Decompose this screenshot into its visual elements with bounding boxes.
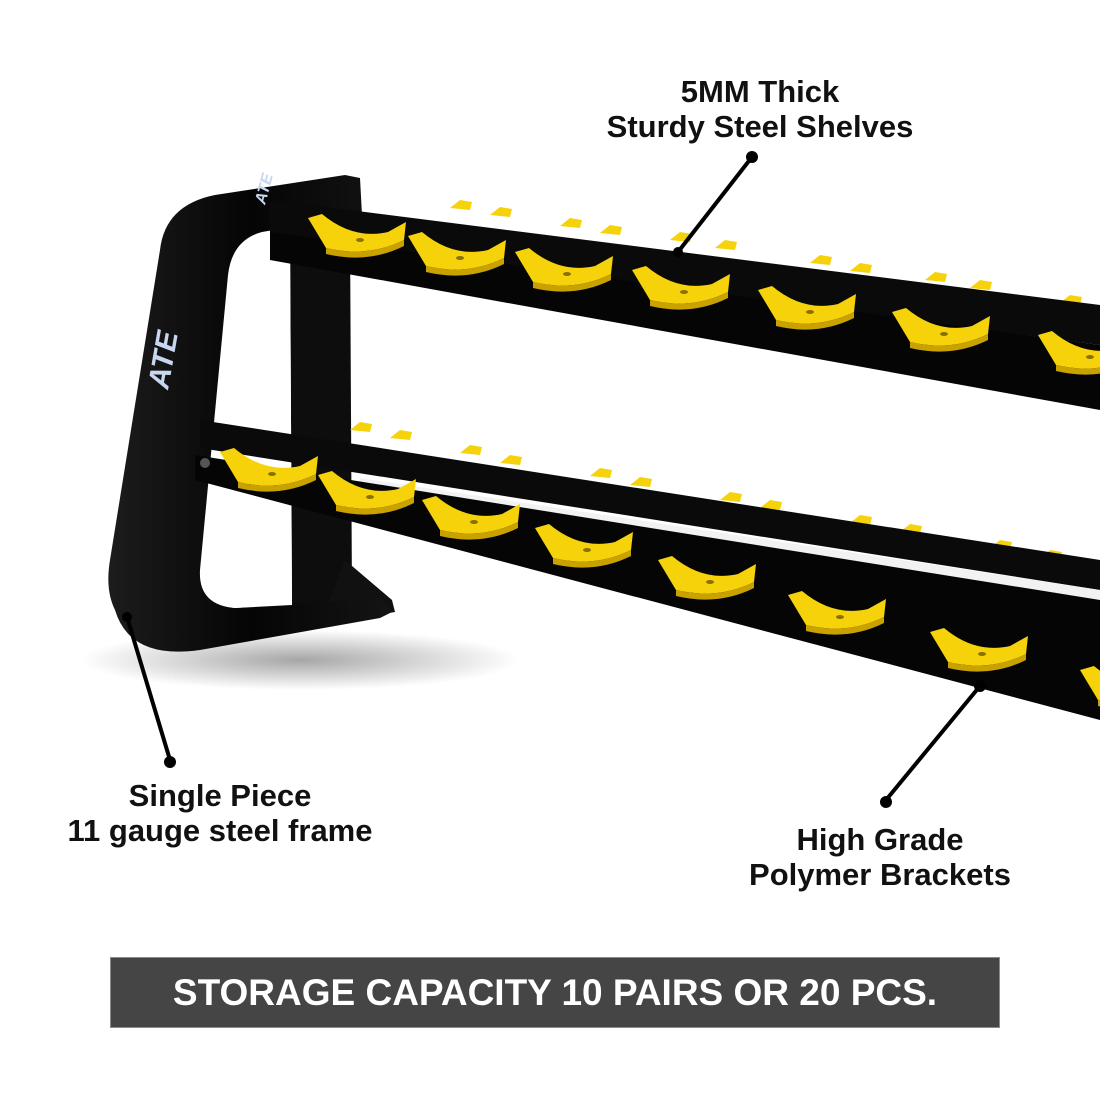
callout-line-shelves bbox=[676, 155, 754, 254]
capacity-banner: STORAGE CAPACITY 10 PAIRS OR 20 PCS. bbox=[110, 957, 1000, 1028]
upper-shelf-rear-rail bbox=[270, 200, 1100, 345]
callout-dot-frame bbox=[164, 756, 176, 768]
capacity-banner-text: STORAGE CAPACITY 10 PAIRS OR 20 PCS. bbox=[172, 971, 938, 1013]
callout-frame: Single Piece 11 gauge steel frame bbox=[20, 778, 420, 848]
lower-shelf-gap bbox=[360, 478, 1100, 600]
callout-frame-line1: Single Piece bbox=[128, 778, 312, 813]
side-frame bbox=[108, 175, 392, 652]
callout-frame-line2: 11 gauge steel frame bbox=[67, 813, 373, 848]
callout-shelves-line1: 5MM Thick bbox=[680, 74, 840, 109]
callout-brackets-line1: High Grade bbox=[796, 822, 964, 857]
callout-dot-shelves bbox=[746, 151, 758, 163]
callout-dot-brackets bbox=[880, 796, 892, 808]
lower-shelf-rear-rail bbox=[200, 420, 1100, 590]
callout-shelves: 5MM Thick Sturdy Steel Shelves bbox=[560, 74, 960, 144]
callout-brackets: High Grade Polymer Brackets bbox=[705, 822, 1055, 892]
callout-line-frame bbox=[125, 616, 172, 761]
callout-line-brackets bbox=[884, 684, 982, 802]
upper-shelf-front-rail bbox=[270, 232, 1100, 410]
rear-leg bbox=[290, 228, 352, 605]
lower-shelf-front-rail bbox=[195, 455, 1100, 720]
callout-brackets-line2: Polymer Brackets bbox=[749, 857, 1011, 892]
callout-shelves-line2: Sturdy Steel Shelves bbox=[606, 109, 914, 144]
